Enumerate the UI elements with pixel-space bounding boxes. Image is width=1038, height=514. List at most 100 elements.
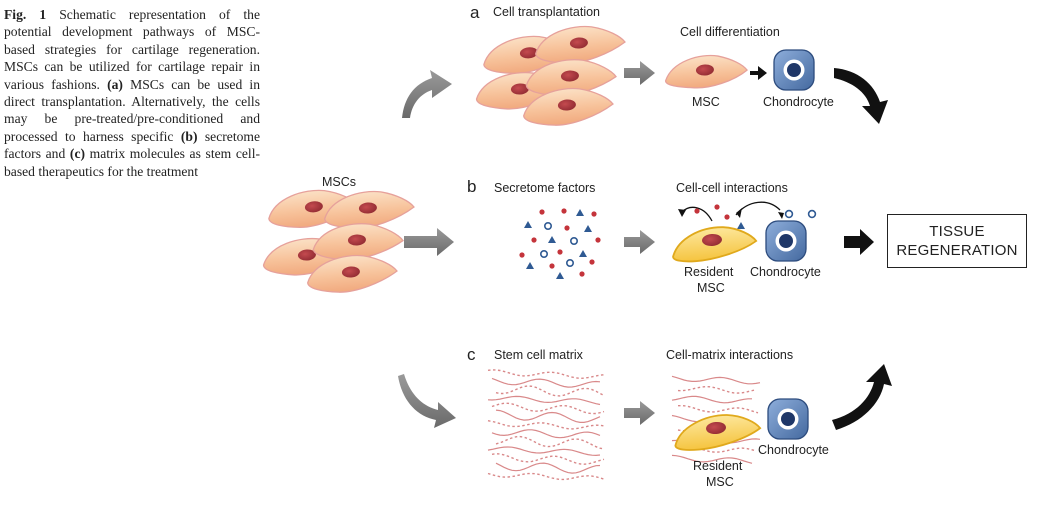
matrix-fiber [671,395,752,404]
msc-cell [324,190,415,229]
factor-ring [784,209,794,219]
factor-dot [591,211,597,217]
interaction-arrow-right [735,201,781,216]
factor-dot [589,259,595,265]
matrix-fiber [491,429,601,439]
resident-label-b-line1: Resident [684,265,734,279]
factor-dot [557,249,563,255]
factor-triangle [524,221,532,228]
resident-label-c-line2: MSC [706,475,734,489]
panel-letter-c: c [467,345,476,364]
factor-triangle [526,262,534,269]
panel-letter-b: b [467,177,476,196]
msc-cell-differentiating [664,54,748,89]
resident-msc-c [674,414,762,451]
matrix-fiber [495,409,601,423]
caption-text-1: Schematic representation of the potentia… [4,7,260,92]
interaction-arrowhead [678,209,686,217]
factor-dot [531,237,537,243]
resident-label-b-line2: MSC [697,281,725,295]
caption-ref-c: (c) [69,146,86,162]
matrix-fiber [487,369,605,380]
matrix-fiber [487,395,601,406]
matrix-fiber [677,385,755,394]
heading-cell-differentiation: Cell differentiation [680,25,780,39]
matrix-fiber [495,462,601,474]
msc-label-a: MSC [692,95,720,109]
transplanted-msc-cluster [475,25,626,126]
caption-ref-a: (a) [107,76,123,92]
stem-cell-matrix-fibers [487,369,605,481]
heading-cell-cell-interactions: Cell-cell interactions [676,181,788,195]
heading-secretome-factors: Secretome factors [494,181,595,195]
caption-text-3: secretome factors and [4,128,260,162]
msc-source-cluster [262,189,415,293]
chondrocyte-b [765,220,807,262]
factor-triangle [548,236,556,243]
factor-dot [724,214,730,220]
panel-letter-a: a [470,3,480,22]
chondrocyte-label-c: Chondrocyte [758,443,829,457]
matrix-fiber [491,453,605,465]
outcome-line-1: TISSUE [929,223,985,240]
factor-dot [694,208,700,214]
factor-dot [561,208,567,214]
chondrocyte-label-a: Chondrocyte [763,95,834,109]
heading-cell-matrix-interactions: Cell-matrix interactions [666,348,793,362]
interaction-arrowhead [736,208,742,218]
interaction-arrowhead [778,212,784,219]
secretome-factor-cloud [519,208,601,279]
heading-stem-cell-matrix: Stem cell matrix [494,348,584,362]
factor-dot [714,204,720,210]
curved-arrow-to-panel-c [398,374,456,428]
factor-triangle [584,225,592,232]
factor-ring [543,222,552,231]
heading-cell-transplantation: Cell transplantation [493,5,600,19]
caption-text-2: MSCs can be used in direct transplantati… [4,76,260,144]
factor-dot [539,209,545,215]
chondrocyte-c [767,398,809,440]
caption-text-4: matrix molecules as stem cell-based ther… [4,146,260,179]
matrix-fiber [495,385,605,397]
caption-ref-b: (b) [180,128,198,144]
factor-dot [549,263,555,269]
black-arrow-b [844,229,874,255]
factor-ring [565,258,574,267]
black-curved-arrow-c [832,364,892,430]
factor-ring [807,209,817,219]
matrix-fiber [491,377,601,388]
arrow-a-transplant-to-diff [624,61,655,85]
msc-cell [312,223,404,261]
factor-dot [595,237,601,243]
figure-label: Fig. 1 [4,7,47,22]
matrix-fiber [671,454,753,464]
msc-source-label: MSCs [322,175,356,189]
msc-cell [307,254,398,293]
matrix-fiber [677,404,759,414]
tissue-regeneration-box: TISSUE REGENERATION [887,214,1027,268]
arrow-to-panel-b [404,228,454,256]
factor-triangle [737,222,745,229]
factor-ring [569,237,578,246]
resident-label-c-line1: Resident [693,459,743,473]
factor-dot [564,225,570,231]
black-curved-arrow-a [834,68,888,124]
matrix-fiber [671,375,761,385]
factor-triangle [579,250,587,257]
msc-cell [523,87,614,126]
factor-dot [579,271,585,277]
curved-arrow-to-panel-a [402,70,452,118]
figure-caption: Fig. 1 Schematic representation of the p… [4,6,260,180]
factor-triangle [576,209,584,216]
resident-msc-b [672,226,758,263]
matrix-fiber [495,435,605,450]
factor-dot [519,252,525,258]
arrow-msc-to-chondrocyte [750,66,767,80]
outcome-line-2: REGENERATION [896,242,1018,259]
arrow-b-secretome-to-interactions [624,230,655,254]
chondrocyte-label-b: Chondrocyte [750,265,821,279]
arrow-c-matrix-to-interactions [624,401,655,425]
matrix-fiber [487,446,601,457]
